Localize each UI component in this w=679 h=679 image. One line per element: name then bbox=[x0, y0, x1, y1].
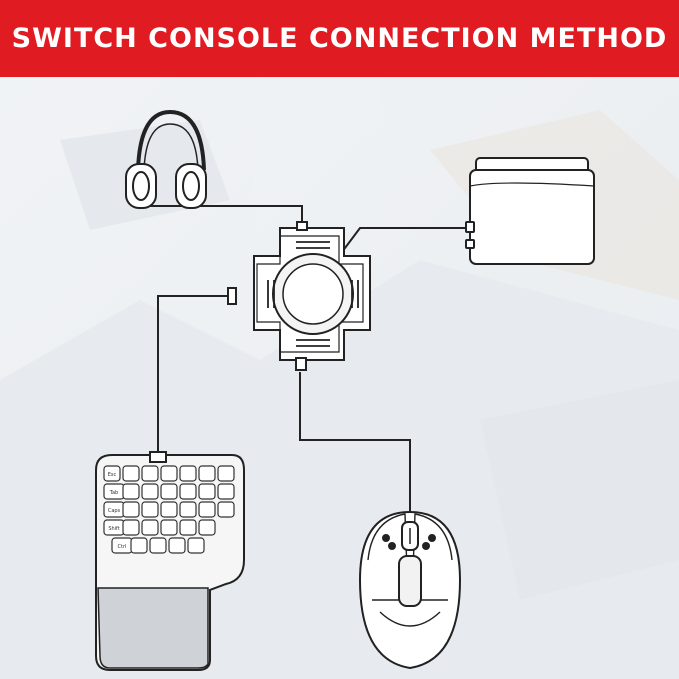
keyboard-key bbox=[122, 465, 140, 482]
keyboard-key bbox=[141, 519, 159, 536]
keyboard-key bbox=[187, 537, 205, 554]
keyboard-key bbox=[160, 483, 178, 500]
keyboard-key bbox=[160, 501, 178, 518]
keyboard-key bbox=[168, 537, 186, 554]
keyboard-key-label: Ctrl bbox=[118, 544, 127, 550]
keyboard-key bbox=[160, 519, 178, 536]
keyboard-key bbox=[179, 519, 197, 536]
keyboard-key bbox=[141, 501, 159, 518]
page-title: SWITCH CONSOLE CONNECTION METHOD bbox=[11, 23, 668, 54]
keyboard-key bbox=[217, 465, 235, 482]
keyboard-key bbox=[198, 501, 216, 518]
keyboard-key-label: Caps bbox=[108, 508, 121, 514]
keyboard-cable bbox=[157, 295, 228, 455]
converter-hub-icon bbox=[227, 221, 371, 371]
keyboard-key bbox=[141, 483, 159, 500]
keyboard-key bbox=[122, 501, 140, 518]
keyboard-key-label: Shift bbox=[108, 526, 119, 532]
keyboard-key bbox=[217, 501, 235, 518]
dock-cable bbox=[341, 227, 466, 253]
keyboard-key bbox=[122, 519, 140, 536]
keyboard-key bbox=[122, 483, 140, 500]
keyboard-key bbox=[198, 465, 216, 482]
keyboard-key bbox=[198, 483, 216, 500]
mouse-cable bbox=[299, 372, 411, 512]
keyboard-key-label: Tab bbox=[109, 490, 118, 496]
keyboard-key bbox=[103, 465, 121, 482]
gaming-mouse-icon bbox=[358, 510, 462, 670]
title-banner: SWITCH CONSOLE CONNECTION METHOD bbox=[0, 0, 679, 77]
headphones-icon bbox=[125, 109, 207, 209]
keyboard-key bbox=[130, 537, 148, 554]
keyboard-key-label: Esc bbox=[108, 472, 117, 478]
keyboard-key bbox=[160, 465, 178, 482]
keyboard-key bbox=[179, 465, 197, 482]
keyboard-key bbox=[198, 519, 216, 536]
switch-dock-icon bbox=[465, 157, 595, 265]
keyboard-key bbox=[179, 483, 197, 500]
keyboard-key bbox=[217, 483, 235, 500]
keyboard-key bbox=[149, 537, 167, 554]
keyboard-key bbox=[179, 501, 197, 518]
keyboard-key bbox=[141, 465, 159, 482]
